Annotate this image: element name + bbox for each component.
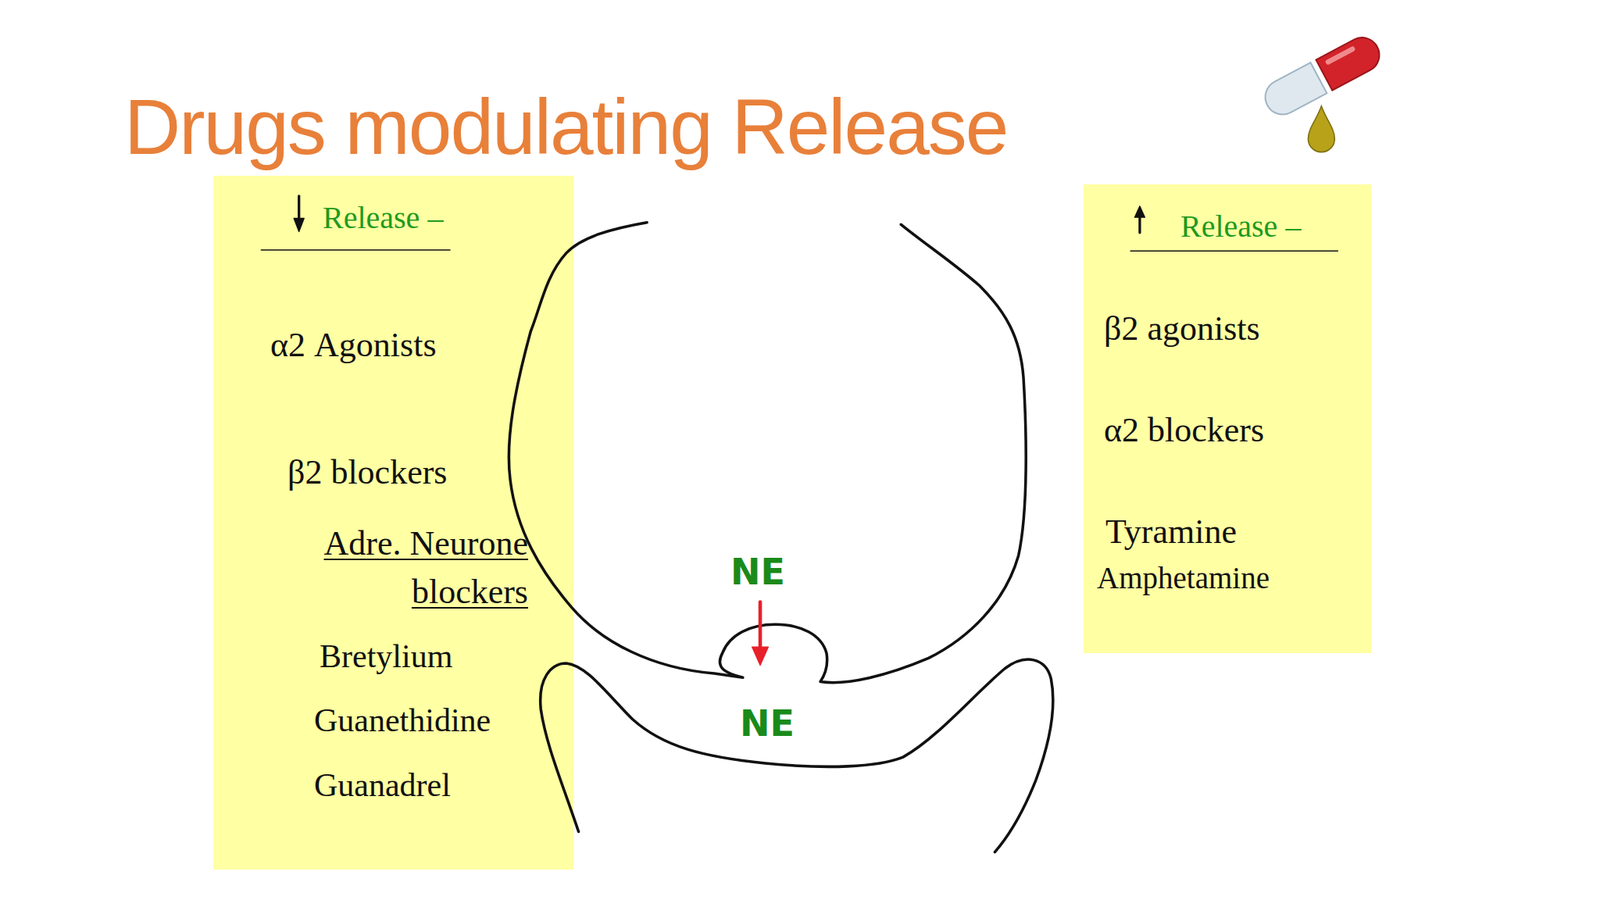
capsule-half: [1259, 62, 1328, 121]
panel-heading: Release –: [1180, 207, 1301, 247]
drug-class: β2 blockers: [287, 453, 447, 493]
release-arrow: [758, 602, 763, 650]
capsule-icon: [1259, 31, 1386, 152]
drug-name: Amphetamine: [1096, 558, 1270, 598]
capsule-half: [1315, 31, 1386, 90]
drug-name: Guanethidine: [314, 700, 491, 740]
oil-drop: [1307, 106, 1335, 153]
drug-panel: Release – β2 agonists α2 blockersTyramineA…: [1083, 184, 1372, 654]
presynaptic-terminal: [508, 222, 1026, 683]
drug-class: Adre. Neurone blockers: [270, 519, 529, 617]
transmitter-label: NE: [730, 550, 786, 593]
panel-heading: Release –: [322, 198, 443, 238]
postsynaptic-membrane: [540, 659, 1054, 852]
transmitter-label: NE: [739, 702, 795, 745]
drug-name: Bretylium: [319, 636, 453, 676]
capsule-shine: [1325, 45, 1357, 65]
drug-class: α2 blockers: [1103, 410, 1265, 450]
drug-panel: Release – α2 Agonists β2 blockersAdre. Neu…: [213, 175, 574, 870]
drug-class: α2 Agonists: [270, 325, 437, 365]
release-arrowhead: [752, 646, 769, 666]
drug-name: Tyramine: [1105, 512, 1237, 552]
drug-class: β2 agonists: [1103, 309, 1261, 349]
slide-title: Drugs modulating Release: [124, 87, 1008, 166]
drug-name: Guanadrel: [314, 765, 451, 805]
